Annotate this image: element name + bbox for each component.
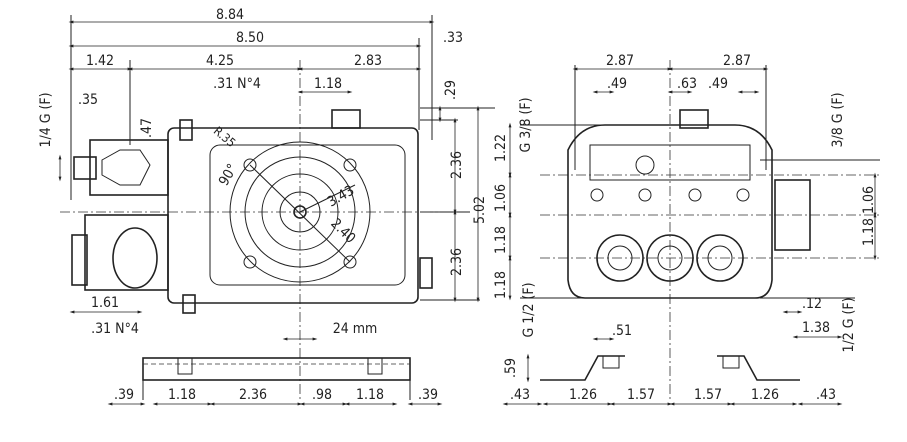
flange-circle [229, 141, 371, 283]
label-left-top-port: G 3/8 (F) [518, 97, 534, 152]
shaft [293, 205, 307, 219]
oil-cap [331, 109, 361, 129]
dim-shaft-size: 24 mm [333, 321, 378, 337]
dim-inlet-width: .35 [78, 92, 98, 108]
base-plate [142, 357, 411, 381]
dim-top-cap-height: .29 [443, 80, 459, 100]
dim-shaft-offset: .33 [443, 30, 463, 46]
dim-body-length: 8.50 [236, 30, 264, 46]
dim-lower-mid-right: 1.18 [861, 218, 877, 246]
dim-lower-mid-left: 1.18 [493, 226, 509, 254]
dim-center-to-end: 2.83 [354, 53, 382, 69]
inlet-fitting [73, 156, 97, 180]
pump-body [71, 109, 433, 314]
dim-upper-height: 2.36 [449, 151, 465, 179]
piston-port [696, 234, 744, 282]
dim-overall-length: 8.84 [216, 7, 244, 23]
front-base-dim: 1.26 [569, 387, 597, 403]
extension-lines [70, 15, 495, 400]
label-inlet-port: 1/4 G (F) [38, 92, 54, 147]
base-dim: 2.36 [239, 387, 267, 403]
side-view: 8.84 8.50 .33 1.42 4.25 2.83 .31 N°4 1.1… [38, 7, 495, 406]
front-view: 2.87 2.87 .49 .63 .49 G 3/8 (F) 3/8 G (F… [493, 53, 880, 406]
front-base-dim: 1.57 [627, 387, 655, 403]
dim-port-to-center: 4.25 [206, 53, 234, 69]
dim-upper-mid-right: 1.06 [861, 186, 877, 214]
dim-port-gap: .12 [802, 296, 822, 312]
piston-port [646, 234, 694, 282]
front-base-dim: 1.57 [694, 387, 722, 403]
dim-outlet-offset: 1.61 [91, 295, 119, 311]
dim-bottom-height: 1.18 [493, 271, 509, 299]
dim-left-width: 2.87 [606, 53, 634, 69]
outlet-port [112, 227, 158, 289]
label-left-bottom-port: G 1/2 (F) [521, 282, 537, 337]
dimension-lines [58, 20, 480, 406]
dim-bolt-circle: 2.40 [327, 216, 358, 247]
dim-right-width: 2.87 [723, 53, 751, 69]
pump-head [567, 109, 811, 299]
dim-right-port-width: .49 [708, 76, 728, 92]
base-dim: .98 [312, 387, 332, 403]
dim-top-height: 1.22 [493, 134, 509, 162]
dim-center-offset: .63 [677, 76, 697, 92]
dim-left-port-width: .49 [607, 76, 627, 92]
dim-port-width: .51 [612, 323, 632, 339]
dim-total-height: 5.02 [472, 196, 488, 224]
front-base-dim: 1.26 [751, 387, 779, 403]
dim-mount-height: .47 [139, 118, 155, 138]
front-dimension-lines [502, 67, 877, 406]
base-dim: 1.18 [356, 387, 384, 403]
dim-top-holes: .31 N°4 [213, 76, 261, 92]
dim-top-hole-spacing: 1.18 [314, 76, 342, 92]
mount-stud [179, 119, 193, 141]
dim-lower-height: 2.36 [449, 248, 465, 276]
dim-upper-mid-left: 1.06 [493, 184, 509, 212]
dim-port-offset: 1.38 [802, 320, 830, 336]
shaft-housing [774, 179, 811, 251]
front-base-dim: .43 [510, 387, 530, 403]
piston-port [596, 234, 644, 282]
inlet-hex-nut [101, 149, 151, 186]
dim-left-to-port: 1.42 [86, 53, 114, 69]
label-angle: 90° [216, 161, 241, 188]
mounting-feet [540, 355, 800, 381]
front-extension-lines [520, 65, 880, 299]
dim-bottom-holes: .31 N°4 [91, 321, 139, 337]
base-dim: .39 [418, 387, 438, 403]
dim-foot-height: .59 [503, 358, 519, 378]
base-dim: 1.18 [168, 387, 196, 403]
label-right-top-port: 3/8 G (F) [830, 92, 846, 147]
front-base-dim: .43 [816, 387, 836, 403]
label-right-bottom-port: 1/2 G (F) [841, 297, 857, 352]
base-dim: .39 [114, 387, 134, 403]
oil-cap [679, 109, 709, 129]
